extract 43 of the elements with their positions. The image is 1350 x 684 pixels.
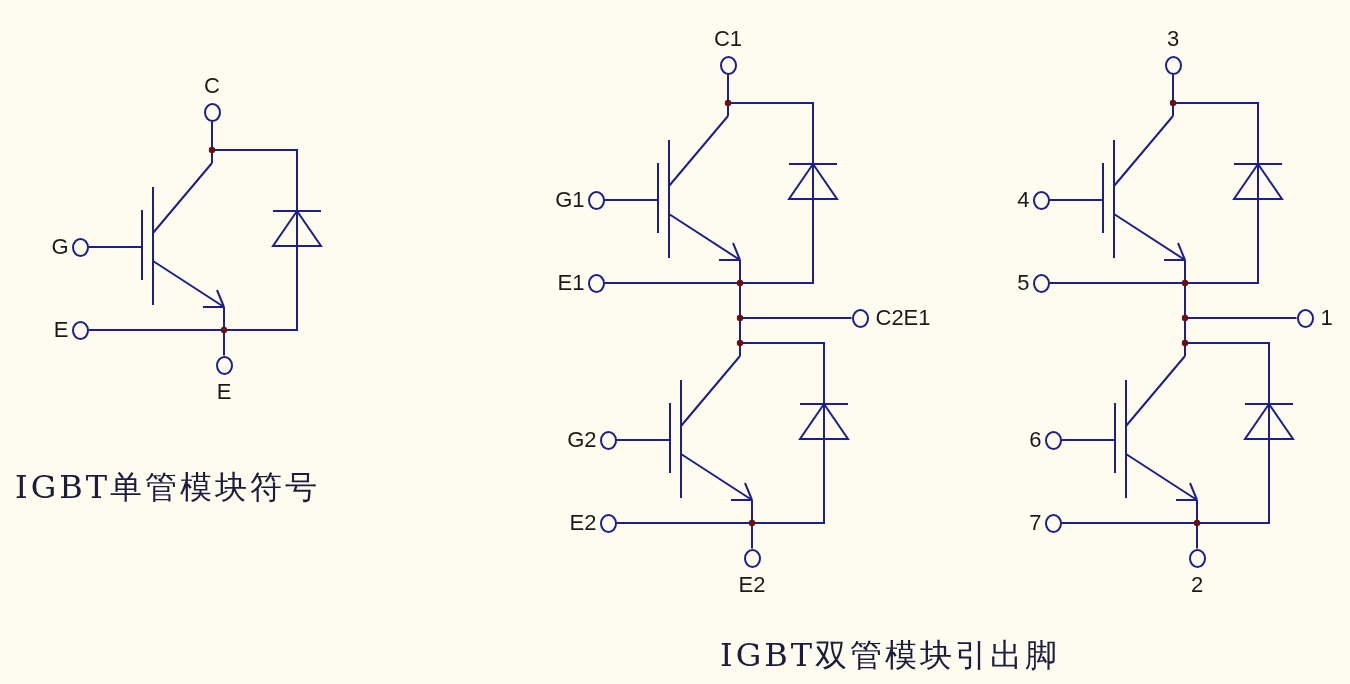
wire xyxy=(727,102,814,165)
diode-symbol xyxy=(788,163,838,201)
igbt-symbol xyxy=(140,162,226,309)
igbt-symbol xyxy=(1101,115,1187,262)
wire xyxy=(1184,342,1270,405)
pin-label: C2E1 xyxy=(875,307,931,329)
diode-symbol xyxy=(272,210,322,248)
pin-label: 2 xyxy=(1190,573,1204,596)
pin-label: G xyxy=(51,236,69,258)
pin-label: E2 xyxy=(738,573,766,596)
pin-label: G1 xyxy=(555,189,585,211)
pin-label: 5 xyxy=(1017,272,1030,294)
wire xyxy=(739,342,825,405)
diode-symbol xyxy=(1233,163,1283,201)
wire xyxy=(615,439,670,441)
igbt-symbol xyxy=(656,115,742,262)
wire xyxy=(1048,199,1103,201)
pin-label: C xyxy=(204,74,220,97)
pin-label: 4 xyxy=(1017,189,1030,211)
pin-label: G2 xyxy=(567,429,597,451)
diode-symbol xyxy=(799,403,849,441)
wire xyxy=(87,246,142,248)
pin-label: 1 xyxy=(1320,307,1333,329)
pin-label: E xyxy=(53,319,69,341)
wire xyxy=(1060,439,1115,441)
igbt-symbol xyxy=(1113,355,1199,502)
pin-label: 6 xyxy=(1029,429,1042,451)
wire xyxy=(1172,102,1259,165)
wire xyxy=(1196,438,1270,524)
igbt-symbol xyxy=(668,355,754,502)
caption: IGBT双管模块引出脚 xyxy=(720,636,1061,675)
wire xyxy=(223,245,298,331)
pin-label: E xyxy=(216,380,232,403)
diode-symbol xyxy=(1244,403,1294,441)
pin-label: 7 xyxy=(1029,512,1042,534)
wire xyxy=(751,438,825,524)
caption: IGBT单管模块符号 xyxy=(15,468,321,507)
wire xyxy=(211,149,298,212)
pin-label: C1 xyxy=(713,27,743,50)
wire xyxy=(603,199,658,201)
pin-label: E2 xyxy=(569,512,597,534)
pin-label: 3 xyxy=(1166,27,1180,50)
pin-label: E1 xyxy=(557,272,585,294)
